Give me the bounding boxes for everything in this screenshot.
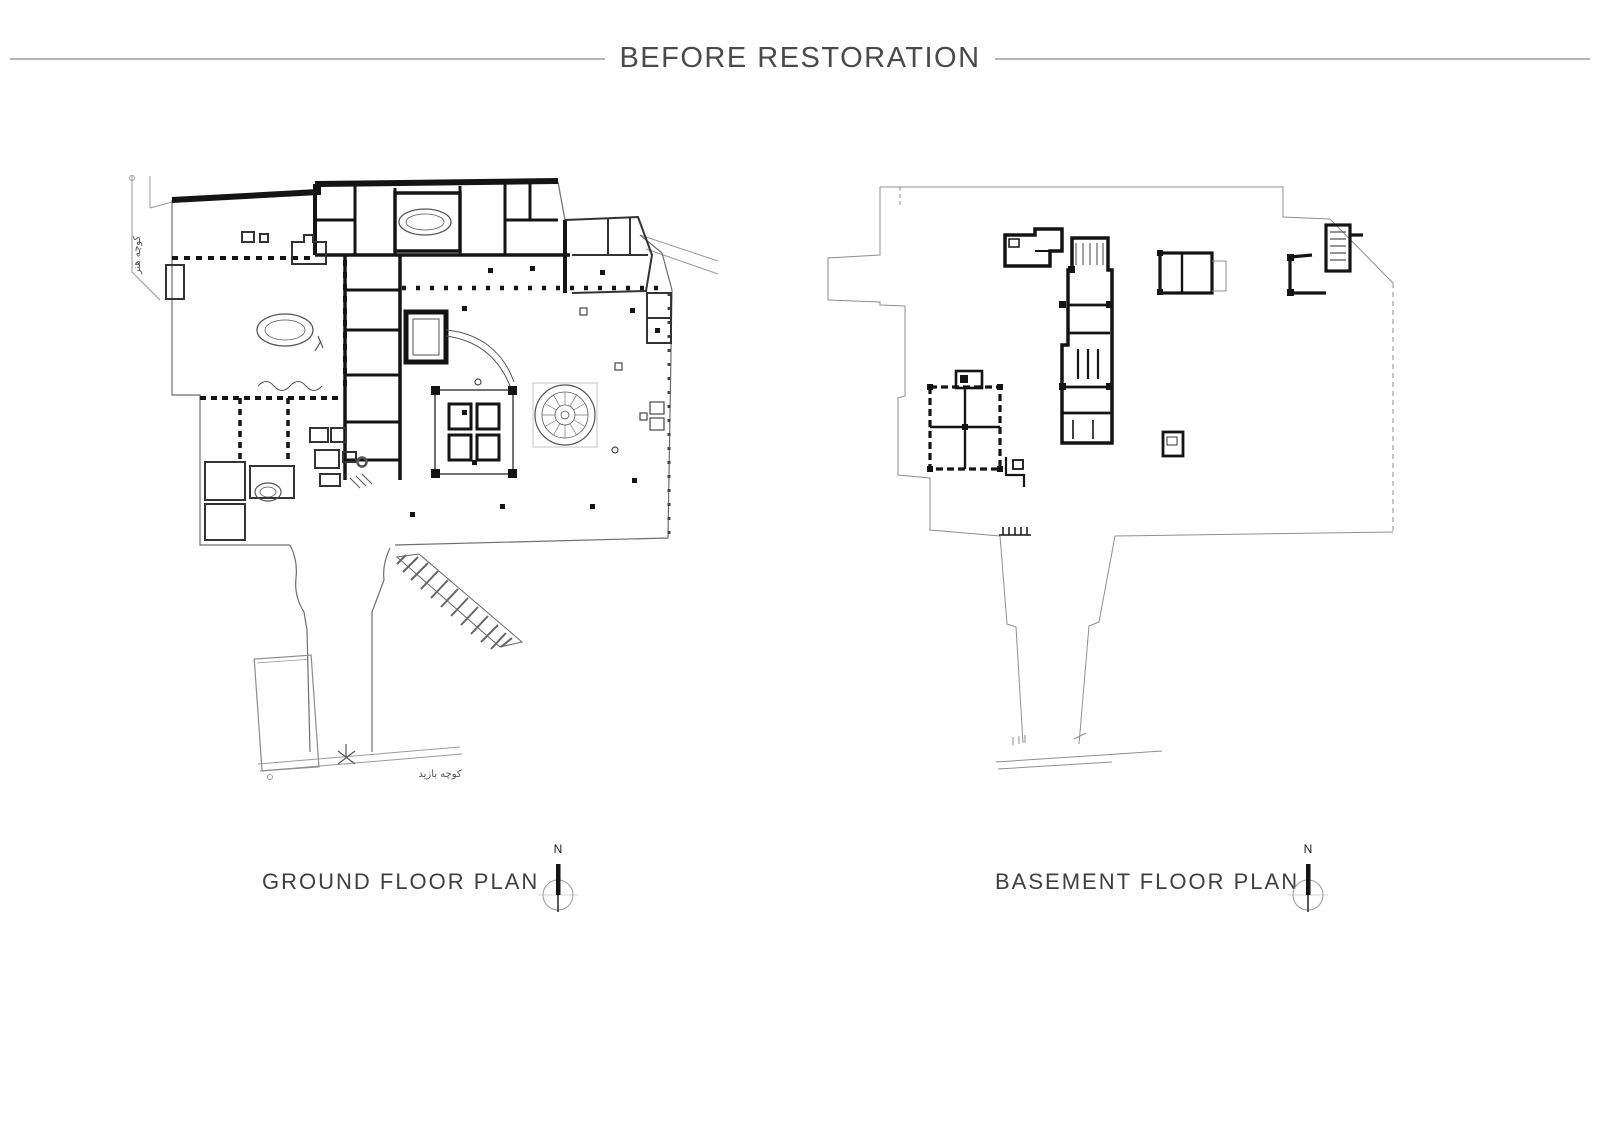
ground-hatched-strip [395, 553, 524, 650]
compass-north-label: N [553, 842, 563, 856]
ground-room-walls [165, 215, 672, 541]
ground-floor-plan-label: GROUND FLOOR PLAN [262, 869, 540, 894]
basement-structure-c [1157, 250, 1227, 295]
title-rule-left [10, 57, 606, 60]
ground-dome-feature [532, 382, 598, 448]
north-compass-icon [538, 864, 578, 912]
page-header: BEFORE RESTORATION [0, 42, 1600, 75]
ground-detail-lines [254, 208, 515, 502]
ground-central-pavilion [431, 386, 517, 478]
ground-floor-plan-drawing: کوچه بازید کوچه هنر [129, 175, 719, 780]
basement-floor-plan-label: BASEMENT FLOOR PLAN [995, 869, 1300, 894]
page-title: BEFORE RESTORATION [619, 42, 981, 74]
title-rule-right [994, 57, 1590, 60]
ground-north-compass: N [536, 842, 580, 920]
ground-thick-walls [171, 178, 662, 480]
ground-street-crossing-mark [337, 744, 356, 765]
basement-structure-d [1287, 223, 1363, 296]
north-compass-icon [1288, 864, 1328, 912]
street-label-left: کوچه هنر [132, 236, 143, 276]
street-label-bottom: کوچه بازید [418, 769, 462, 780]
basement-structure-f [1161, 430, 1185, 458]
basement-structure-a [1003, 227, 1064, 268]
basement-structure-e [927, 369, 1003, 472]
basement-structure-g [999, 457, 1031, 536]
ground-street-lines [129, 175, 719, 780]
basement-north-compass: N [1286, 842, 1330, 920]
basement-floor-plan-drawing [827, 186, 1394, 770]
ground-scattered-marks [410, 266, 665, 517]
basement-boundary [827, 186, 1394, 770]
compass-north-label: N [1303, 842, 1313, 856]
basement-structure-b [1059, 236, 1114, 445]
ground-detached-building [253, 654, 320, 772]
ground-outer-boundary [171, 181, 673, 753]
